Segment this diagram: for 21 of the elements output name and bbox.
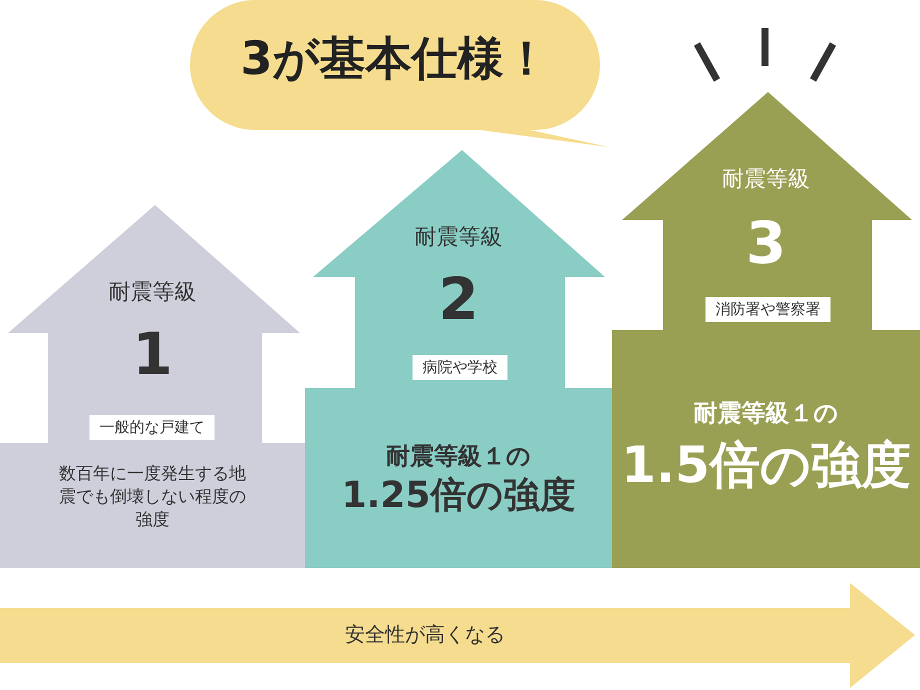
speech-bubble <box>190 0 610 148</box>
progress-arrow <box>0 583 915 688</box>
house-shape <box>0 205 305 568</box>
category-tag: 消防署や警察署 <box>706 297 830 322</box>
house-shape <box>612 92 920 568</box>
arrow-text: 安全性が高くなる <box>344 621 506 648</box>
grade-number: 1 <box>131 325 174 383</box>
strength-text: 数百年に一度発生する地震でも倒壊しない程度の強度 <box>58 463 247 532</box>
grade-number: 3 <box>744 214 788 272</box>
category-tag: 病院や学校 <box>412 355 508 380</box>
strength-text: 1.25倍の強度 <box>340 474 576 518</box>
grade-heading: 耐震等級 <box>721 166 811 194</box>
grade-heading: 耐震等級 <box>414 224 504 252</box>
strength-text: 1.5倍の強度 <box>620 435 912 496</box>
strength-text: 耐震等級１の <box>692 398 840 429</box>
grade-number: 2 <box>437 270 480 328</box>
category-tag: 一般的な戸建て <box>90 415 214 440</box>
house-shape <box>305 150 612 568</box>
bubble-text: 3が基本仕様！ <box>239 30 550 87</box>
grade-heading: 耐震等級 <box>108 279 198 307</box>
strength-text: 耐震等級１の <box>385 441 532 472</box>
